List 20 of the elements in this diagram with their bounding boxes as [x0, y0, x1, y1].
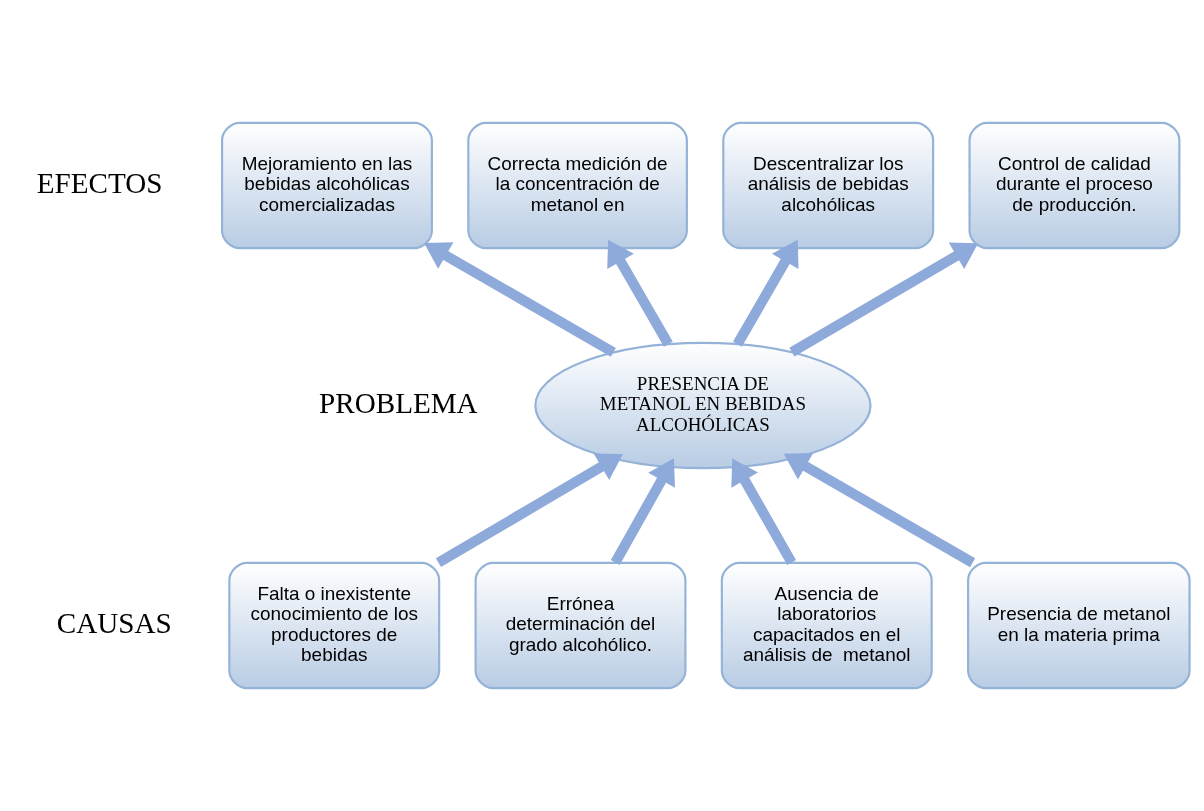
arrow [733, 239, 799, 347]
arrow [424, 242, 616, 357]
node-box: Descentralizar los análisis de bebidas alcohólicas [722, 121, 935, 250]
label: EFECTOS [36, 166, 163, 199]
arrow [789, 242, 979, 357]
node-box: Errónea determinación del grado alcohólico. [474, 561, 687, 690]
node-box: Presencia de metanol en la materia prima [967, 561, 1191, 690]
label: PROBLEMA [319, 386, 478, 419]
node-ellipse: PRESENCIA DE METANOL EN BEBIDAS ALCOHÓLICAS [534, 341, 872, 470]
node-box: Mejoramiento en las bebidas alcohólicas comercializadas [220, 121, 433, 250]
node-box: Falta o inexistente conocimiento de los productores de bebidas [228, 561, 441, 690]
arrow [731, 458, 797, 565]
arrow [607, 239, 673, 347]
arrow [435, 453, 623, 568]
arrow [610, 458, 675, 565]
node-box: Control de calidad durante el proceso de producción. [968, 121, 1181, 250]
label: CAUSAS [56, 606, 172, 639]
arrow [783, 452, 976, 568]
node-box: Ausencia de laboratorios capacitados en el análisis de metanol [720, 561, 933, 690]
node-box: Correcta medición de la concentración de metanol en [467, 121, 688, 250]
